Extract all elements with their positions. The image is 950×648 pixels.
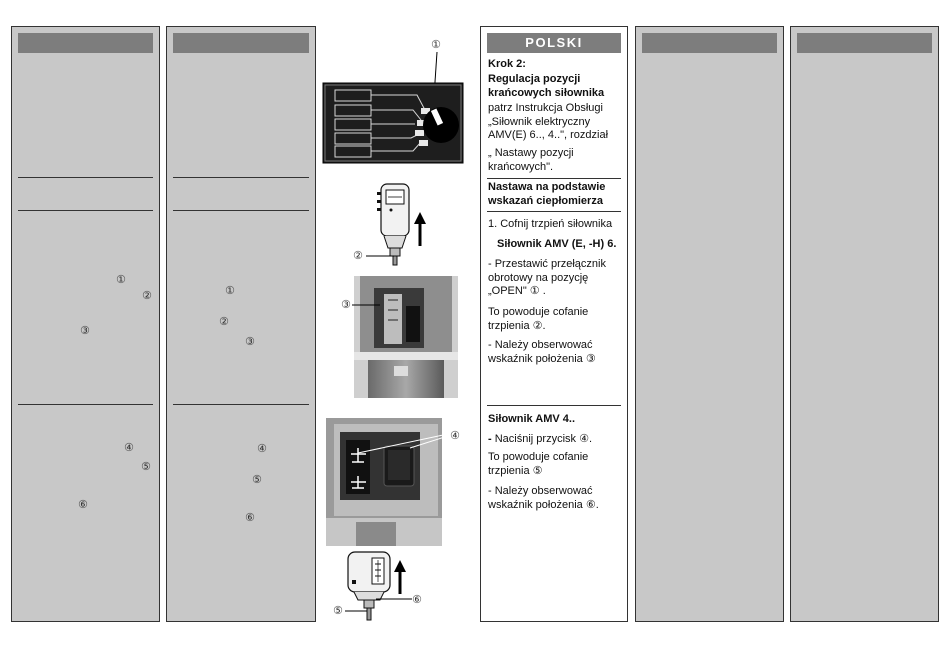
step-title: Krok 2: — [488, 58, 526, 70]
figure-callout-1: ① — [431, 39, 441, 51]
rule — [173, 404, 309, 405]
callout-5: ⑤ — [141, 461, 151, 473]
section2-title: Nastawa na podstawie wskazań ciepłomierz… — [488, 181, 606, 207]
callout-5: ⑤ — [252, 474, 262, 486]
column-6 — [790, 26, 939, 622]
actuator-1-title: Siłownik AMV (E, -H) 6. — [497, 238, 617, 250]
rule — [173, 210, 309, 211]
section1-title: Regulacja pozycji krańcowych siłownika — [488, 73, 605, 99]
section1-body: patrz Instrukcja Obsługi „Siłownik elekt… — [488, 102, 609, 141]
callout-1: ① — [225, 285, 235, 297]
figure-callout-5: ⑤ — [333, 605, 343, 617]
rule — [173, 177, 309, 178]
callout-2: ② — [219, 316, 229, 328]
step1: 1. Cofnij trzpień siłownika — [488, 218, 613, 230]
dash: - — [488, 433, 495, 445]
callout-3: ③ — [245, 336, 255, 348]
actuator-2-item-1: - Naciśnij przycisk ④. — [488, 433, 619, 447]
column-1: ① ② ③ ④ ⑤ ⑥ — [11, 26, 160, 622]
push-button-photo — [326, 418, 442, 546]
actuator-figure-2 — [347, 551, 406, 621]
section1-body-2: „ Nastawy pozycji krańcowych". — [488, 147, 574, 173]
rule — [18, 404, 153, 405]
actuator-2-item-2: To powoduje cofanie trzpienia ⑤ — [488, 451, 589, 477]
column-2: ① ② ③ ④ ⑤ ⑥ — [166, 26, 316, 622]
callout-4: ④ — [257, 443, 267, 455]
actuator-1-item-1: - Przestawić przełącznik obrotowy na poz… — [488, 258, 606, 297]
callout-6: ⑥ — [78, 499, 88, 511]
callout-3: ③ — [80, 325, 90, 337]
callout-4: ④ — [124, 442, 134, 454]
actuator-2-item-3: - Należy obserwować wskaźnik położenia ⑥… — [488, 485, 599, 511]
position-indicator-photo — [354, 276, 458, 398]
leader-line — [376, 598, 412, 600]
callout-6: ⑥ — [245, 512, 255, 524]
rule — [487, 211, 621, 212]
callout-1: ① — [116, 274, 126, 286]
figure-callout-6: ⑥ — [412, 594, 422, 606]
rule — [18, 177, 153, 178]
polish-column: POLSKI Krok 2: Regulacja pozycji krańcow… — [480, 26, 628, 622]
figure-callout-2: ② — [353, 250, 363, 262]
leader-line — [345, 610, 367, 612]
leader-line — [352, 304, 380, 306]
actuator-1-item-3: - Należy obserwować wskaźnik położenia ③ — [488, 339, 596, 365]
column-5-header — [642, 33, 777, 53]
rule — [487, 405, 621, 406]
actuator-2-item-1-text: Naciśnij przycisk ④. — [494, 433, 592, 445]
callout-2: ② — [142, 290, 152, 302]
actuator-1-item-2: To powoduje cofanie trzpienia ②. — [488, 306, 589, 332]
rule — [487, 178, 621, 179]
column-1-header — [18, 33, 153, 53]
column-5 — [635, 26, 784, 622]
figure-callout-3: ③ — [341, 299, 351, 311]
leader-line — [366, 255, 394, 257]
polish-header: POLSKI — [487, 33, 621, 53]
rule — [18, 210, 153, 211]
rotary-switch-figure — [322, 51, 464, 164]
actuator-figure-1 — [377, 183, 426, 266]
column-6-header — [797, 33, 932, 53]
figure-callout-4: ④ — [450, 430, 460, 442]
actuator-2-title: Siłownik AMV 4.. — [488, 413, 575, 425]
column-2-header — [173, 33, 309, 53]
